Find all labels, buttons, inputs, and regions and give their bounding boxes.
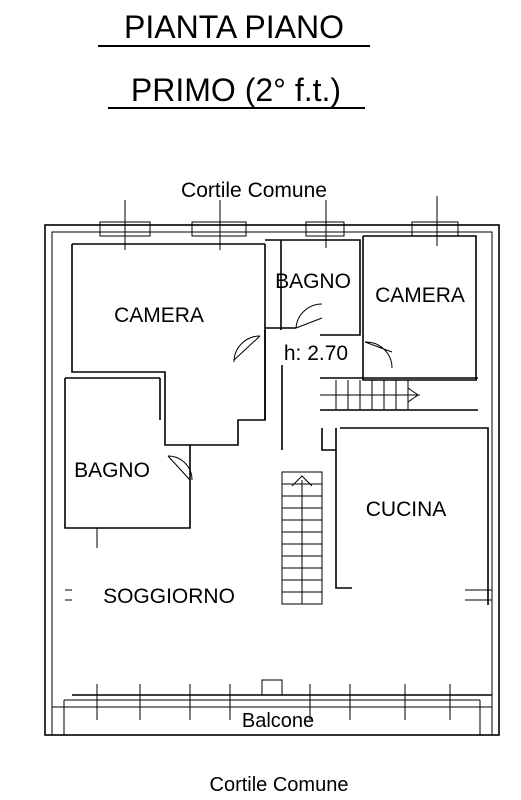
doors <box>167 303 393 481</box>
ceiling-height-label: h: 2.70 <box>284 342 348 365</box>
outer-walls <box>44 224 500 736</box>
interior-walls <box>64 235 492 696</box>
plan-title-line2: PRIMO (2° f.t.) <box>131 72 341 108</box>
room-label-soggiorno: SOGGIORNO <box>103 585 235 608</box>
room-label-cucina: CUCINA <box>366 498 447 521</box>
room-label-camera-right: CAMERA <box>375 284 465 307</box>
room-label-bagno-left: BAGNO <box>74 459 150 482</box>
courtyard-top-label: Cortile Comune <box>181 179 327 202</box>
courtyard-bottom-label: Cortile Comune <box>210 774 349 796</box>
room-label-bagno-top: BAGNO <box>275 270 351 293</box>
plan-title-line1: PIANTA PIANO <box>124 9 344 45</box>
stair-upper <box>320 379 478 410</box>
bottom-window-posts <box>65 528 492 720</box>
stair-lower <box>281 471 323 605</box>
balcony-label: Balcone <box>242 710 314 732</box>
top-windows <box>99 196 459 250</box>
room-label-camera-left: CAMERA <box>114 304 204 327</box>
